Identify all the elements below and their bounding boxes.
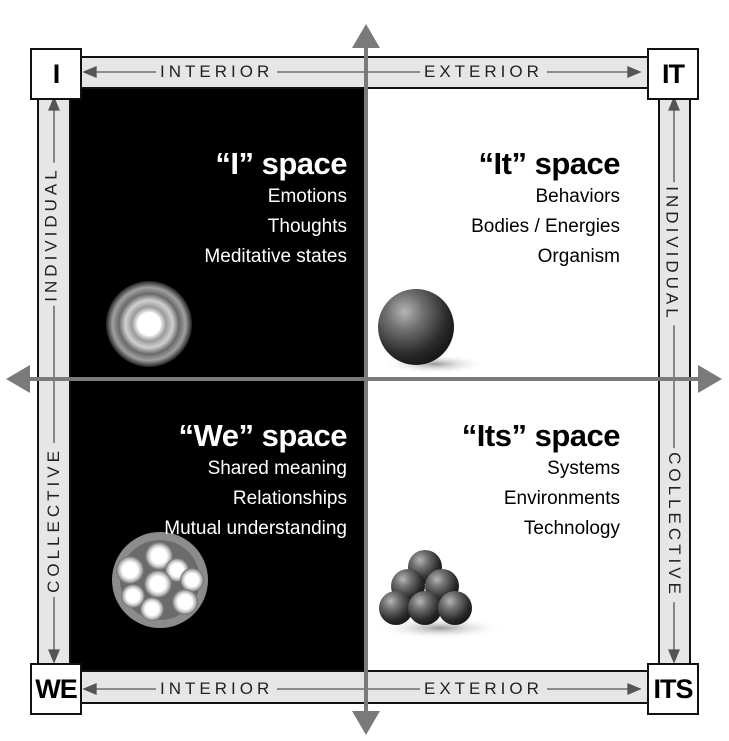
left-individual-label: INDIVIDUAL [42, 162, 61, 306]
top-interior-label: INTERIOR [156, 63, 278, 81]
quadrant-item: Bodies / Energies [471, 216, 620, 237]
quadrant-item: Technology [523, 518, 620, 539]
corner-i: I [30, 48, 82, 100]
quadrant-title: “I” space [215, 146, 347, 181]
main-axes [6, 24, 722, 735]
quadrant-it-space: “It” space Behaviors Bodies / Energies O… [471, 146, 620, 272]
corner-it: IT [647, 48, 699, 100]
glow-cluster-icon [112, 532, 208, 628]
left-collective-label: COLLECTIVE [44, 443, 63, 597]
corner-we: WE [30, 663, 82, 715]
right-collective-label: COLLECTIVE [664, 448, 684, 602]
quadrant-item: Thoughts [267, 216, 347, 237]
quadrant-item: Relationships [232, 488, 347, 509]
quadrant-i-space: “I” space Emotions Thoughts Meditative s… [204, 146, 347, 272]
quadrant-item: Shared meaning [207, 458, 347, 479]
quadrant-title: “It” space [478, 146, 621, 181]
sphere-pile-icon [376, 550, 504, 639]
right-individual-label: INDIVIDUAL [662, 182, 682, 326]
quadrant-title: “We” space [178, 418, 348, 453]
quadrant-item: Meditative states [204, 246, 347, 267]
quadrant-its-space: “Its” space Systems Environments Technol… [461, 418, 621, 544]
quadrant-item: Environments [503, 488, 620, 509]
quadrant-item: Organism [537, 246, 620, 267]
quadrant-item: Mutual understanding [164, 518, 347, 539]
corner-its: ITS [647, 663, 699, 715]
quadrant-item: Emotions [267, 186, 347, 207]
bottom-interior-label: INTERIOR [156, 680, 278, 698]
quadrant-we-space: “We” space Shared meaning Relationships … [164, 418, 347, 544]
glow-orb-icon [106, 281, 192, 367]
quadrant-title: “Its” space [461, 418, 621, 453]
bottom-exterior-label: EXTERIOR [420, 680, 547, 698]
top-exterior-label: EXTERIOR [420, 63, 547, 81]
quadrant-item: Behaviors [535, 186, 621, 207]
quadrant-item: Systems [547, 458, 620, 479]
quadrant-lower-left-bg [70, 378, 366, 671]
solid-sphere-icon [378, 289, 487, 374]
